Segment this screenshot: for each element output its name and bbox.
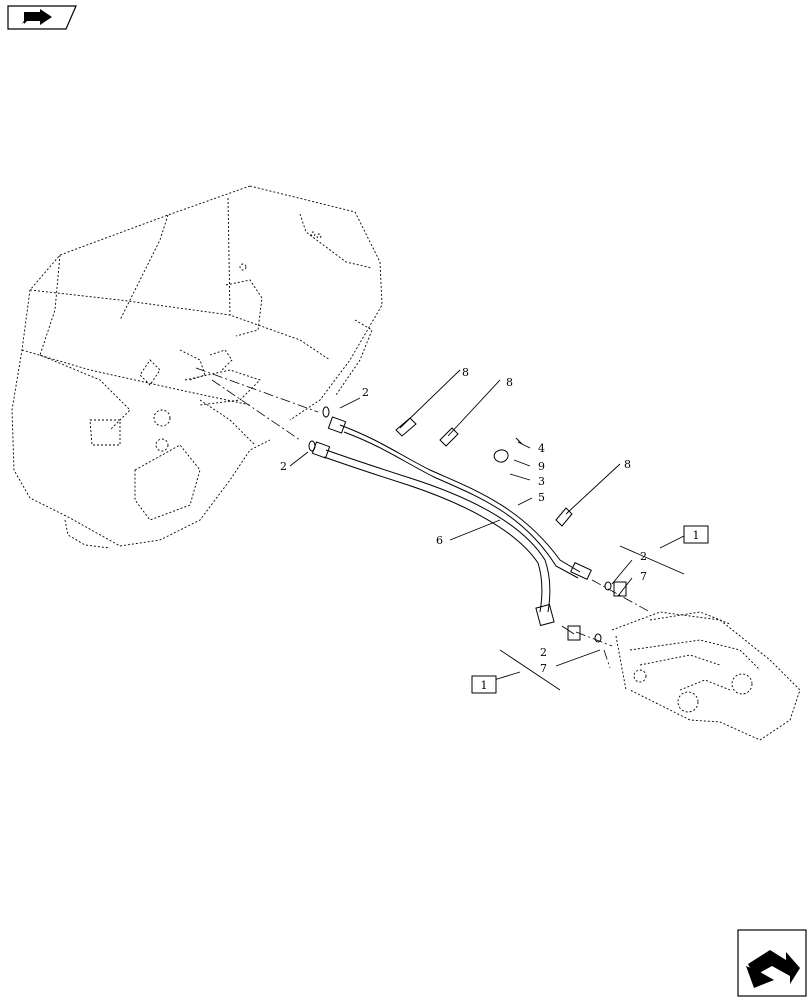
callout-2-left: 2 (540, 646, 547, 659)
connection-centerlines (195, 367, 651, 669)
tie-straps (395, 417, 573, 527)
callout-9: 9 (538, 460, 545, 473)
callout-8-left: 8 (462, 366, 469, 379)
previous-page-arrow-icon[interactable] (7, 5, 77, 30)
callout-2-right: 2 (640, 550, 647, 563)
callout-2-lower: 2 (280, 460, 287, 473)
fittings (308, 406, 627, 643)
callout-3: 3 (538, 475, 545, 488)
reference-box-left: 1 (471, 675, 497, 694)
callout-8-middle: 8 (506, 376, 513, 389)
callout-7-right: 7 (640, 570, 647, 583)
callout-5: 5 (538, 491, 545, 504)
reference-box-right: 1 (683, 525, 709, 544)
next-page-arrow-icon[interactable] (737, 929, 807, 997)
callout-7-left: 7 (540, 662, 547, 675)
callout-4: 4 (538, 442, 545, 455)
hydraulic-hose-5 (327, 416, 592, 580)
implement-frame-outline (611, 611, 801, 741)
callout-leaders (289, 369, 685, 691)
callout-6: 6 (436, 534, 443, 547)
svg-text:1: 1 (693, 529, 700, 542)
hydraulic-hose-6 (311, 441, 555, 627)
tractor-frame-outline (11, 185, 383, 549)
callout-8-right: 8 (624, 458, 631, 471)
callout-2-upper: 2 (362, 386, 369, 399)
svg-text:1: 1 (481, 679, 488, 692)
